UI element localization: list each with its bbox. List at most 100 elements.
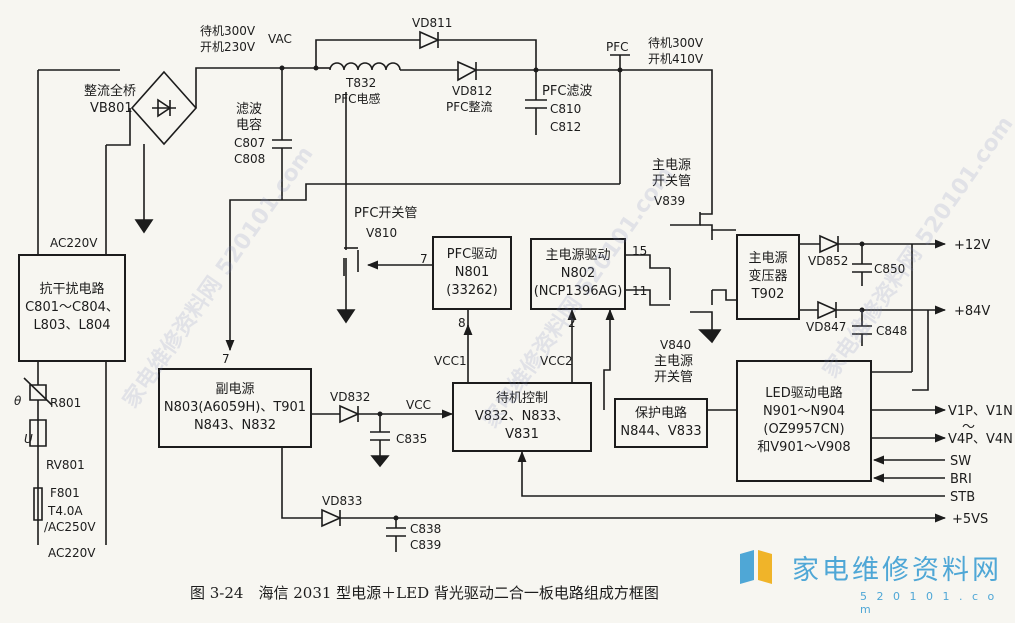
label-c848: C848 <box>876 324 908 338</box>
block-anti-interference: 抗干扰电路 C801～C804、 L803、L804 <box>18 254 126 362</box>
label-aux-pin7: 7 <box>222 352 230 366</box>
label-rv801: RV801 <box>46 458 85 472</box>
label-out-84v: +84V <box>954 304 991 319</box>
label-rv801-u: U <box>24 432 33 446</box>
label-c839: C839 <box>410 538 442 552</box>
label-f801-rating-2: /AC250V <box>44 520 96 534</box>
block-main-transformer-type: 变压器 <box>748 269 788 284</box>
label-pfc: PFC <box>606 40 629 54</box>
block-anti-interference-parts-2: L803、L804 <box>33 318 111 333</box>
site-url: 5 2 0 1 0 1 . c o m <box>860 590 998 616</box>
block-led-driver: LED驱动电路 N901～N904 (OZ9957CN) 和V901～V908 <box>736 360 872 482</box>
block-main-driver-title: 主电源驱动 <box>545 248 611 263</box>
block-led-driver-switches: 和V901～V908 <box>757 440 851 455</box>
block-main-transformer-title: 主电源 <box>748 251 788 266</box>
block-aux-power-parts-2: N843、N832 <box>193 418 277 433</box>
label-c835: C835 <box>396 432 428 446</box>
label-stb: STB <box>950 490 976 505</box>
block-main-driver-part: (NCP1396AG) <box>533 284 623 299</box>
block-standby-control-parts-1: V832、N833、 <box>474 409 570 424</box>
label-filter-cap-4: C808 <box>234 152 266 166</box>
label-main-switch-bottom-2: 开关管 <box>654 370 694 385</box>
label-c810: C810 <box>550 102 582 116</box>
label-v1p-v1n: V1P、V1N <box>948 404 1013 419</box>
label-v810: V810 <box>366 226 398 240</box>
label-vac: VAC <box>268 32 292 46</box>
label-filter-cap-1: 滤波 <box>236 102 263 117</box>
label-out-12v: +12V <box>954 238 991 253</box>
label-v840: V840 <box>660 338 692 352</box>
block-main-transformer: 主电源 变压器 T902 <box>736 234 800 320</box>
block-protection: 保护电路 N844、V833 <box>614 398 708 448</box>
label-vd812: VD812 <box>452 84 493 98</box>
block-main-driver: 主电源驱动 N802 (NCP1396AG) <box>530 238 626 310</box>
label-pfc-inductor: PFC电感 <box>334 92 381 106</box>
label-vd852: VD852 <box>808 254 849 268</box>
block-led-driver-part: (OZ9957CN) <box>763 422 845 437</box>
label-f801: F801 <box>50 486 80 500</box>
label-pfc-pin7: 7 <box>420 252 428 266</box>
block-pfc-driver: PFC驱动 N801 (33262) <box>432 236 512 310</box>
block-anti-interference-title: 抗干扰电路 <box>39 282 105 297</box>
label-t832: T832 <box>346 76 377 90</box>
label-main-pin2: 2 <box>568 316 576 330</box>
block-standby-control-title: 待机控制 <box>495 391 548 406</box>
site-logo-icon <box>740 550 772 584</box>
block-led-driver-title: LED驱动电路 <box>765 386 843 401</box>
label-vcc: VCC <box>406 398 431 412</box>
label-c850: C850 <box>874 262 906 276</box>
label-rectifier-title: 整流全桥 <box>84 84 137 99</box>
label-bri: BRI <box>950 472 972 487</box>
label-filter-cap-2: 电容 <box>236 118 263 133</box>
label-pfc-rectifier: PFC整流 <box>446 100 493 114</box>
block-pfc-driver-part: (33262) <box>446 283 498 298</box>
block-standby-control: 待机控制 V832、N833、 V831 <box>452 382 592 452</box>
label-main-pin11: 11 <box>632 284 648 298</box>
label-tilde: ～ <box>962 420 976 435</box>
label-main-pin15: 15 <box>632 244 648 258</box>
block-anti-interference-parts-1: C801～C804、 <box>25 300 119 315</box>
label-v839: V839 <box>654 194 686 208</box>
block-aux-power: 副电源 N803(A6059H)、T901 N843、N832 <box>158 368 312 448</box>
label-vd847: VD847 <box>806 320 847 334</box>
block-pfc-driver-ref: N801 <box>454 265 490 280</box>
label-v4p-v4n: V4P、V4N <box>948 432 1013 447</box>
label-rectifier-ref: VB801 <box>90 101 133 116</box>
block-standby-control-parts-2: V831 <box>505 427 539 442</box>
block-protection-title: 保护电路 <box>634 406 687 421</box>
label-pfc-filter: PFC滤波 <box>542 84 593 99</box>
label-ac220v-top: AC220V <box>50 236 98 250</box>
label-r801: R801 <box>50 396 82 410</box>
block-protection-parts: N844、V833 <box>620 424 702 439</box>
label-pfc-standby-1: 待机300V <box>648 36 704 50</box>
label-vd833: VD833 <box>322 494 363 508</box>
label-main-switch-bottom-1: 主电源 <box>654 354 694 369</box>
label-r801-theta: θ <box>14 394 22 408</box>
label-ac220v-bottom: AC220V <box>48 546 96 560</box>
label-c838: C838 <box>410 522 442 536</box>
block-main-driver-ref: N802 <box>560 266 596 281</box>
label-pfc-standby-2: 开机410V <box>648 52 704 66</box>
label-filter-cap-3: C807 <box>234 136 266 150</box>
block-aux-power-parts-1: N803(A6059H)、T901 <box>163 400 307 415</box>
label-main-switch-top-2: 开关管 <box>652 174 692 189</box>
label-out-5vs: +5VS <box>952 512 989 527</box>
block-pfc-driver-title: PFC驱动 <box>446 247 498 262</box>
label-main-switch-top-1: 主电源 <box>652 158 692 173</box>
label-vac-standby-1: 待机300V <box>200 24 256 38</box>
label-sw: SW <box>950 454 972 469</box>
site-name: 家电维修资料网 <box>792 555 1002 586</box>
label-vd832: VD832 <box>330 390 371 404</box>
block-led-driver-ref: N901～N904 <box>762 404 846 419</box>
label-vcc1: VCC1 <box>434 354 467 368</box>
label-pfc-switch: PFC开关管 <box>354 206 418 221</box>
label-vd811: VD811 <box>412 16 453 30</box>
label-f801-rating-1: T4.0A <box>48 504 83 518</box>
block-aux-power-title: 副电源 <box>215 382 255 397</box>
label-pfc-pin8: 8 <box>458 316 466 330</box>
label-vac-standby-2: 开机230V <box>200 40 256 54</box>
block-main-transformer-ref: T902 <box>751 287 785 302</box>
label-c812: C812 <box>550 120 582 134</box>
figure-caption: 图 3-24 海信 2031 型电源＋LED 背光驱动二合一板电路组成方框图 <box>190 584 659 602</box>
